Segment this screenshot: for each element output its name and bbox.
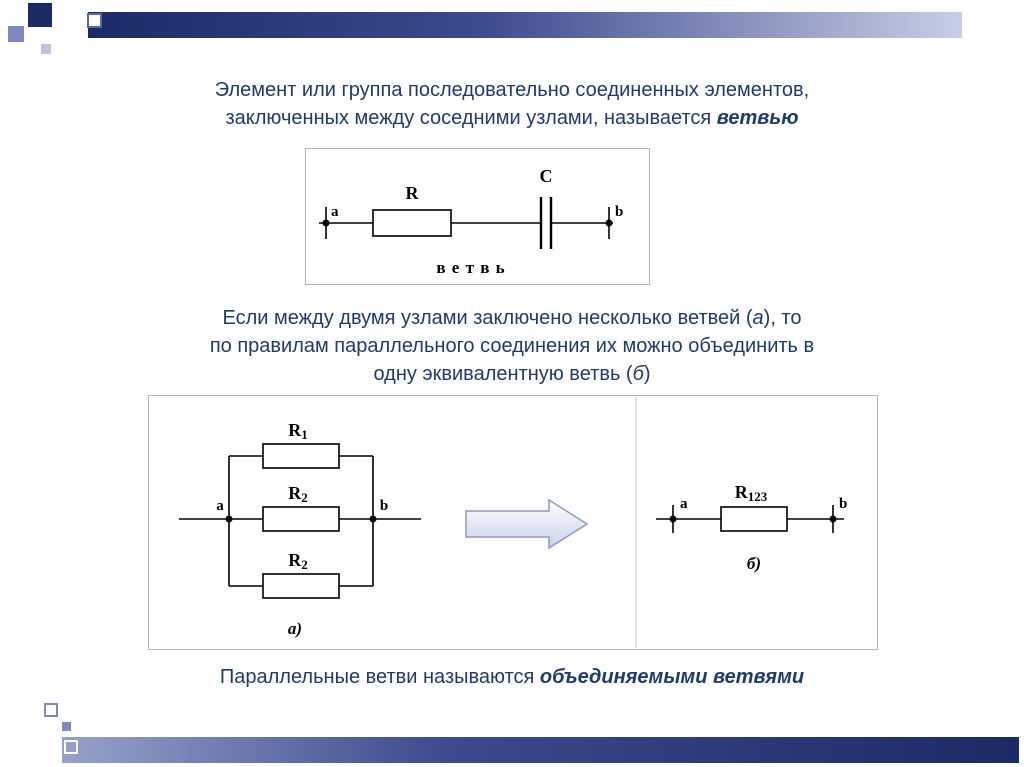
definition-text: Элемент или группа последовательно соеди… <box>0 76 1024 132</box>
label-sub: 123 <box>748 489 768 504</box>
label-sub: 2 <box>301 557 308 572</box>
node-a-dot <box>322 219 330 227</box>
branch-diagram-box: a R C b в е т в ь <box>305 148 650 285</box>
text-run: по правилам параллельного соединения их … <box>209 335 815 357</box>
label-main: R <box>735 482 749 502</box>
decor-square-on-bar <box>64 740 78 754</box>
node-b-label: b <box>615 204 623 220</box>
text-run: ) <box>643 363 651 385</box>
right-caption: б) <box>747 554 761 573</box>
decor-square-dark <box>28 3 52 27</box>
resistor-symbol <box>262 443 340 469</box>
decor-square-outline-top <box>87 13 102 28</box>
resistor1-label: R1 <box>288 420 308 442</box>
equivalent-resistor-label: R123 <box>735 482 768 504</box>
decor-square-outline-bottom <box>44 703 58 717</box>
label-main: R <box>288 483 302 503</box>
text-run: одну эквивалентную ветвь ( <box>373 363 633 385</box>
ref-b: б <box>632 363 644 385</box>
bottom-line: Параллельные ветви называются объединяем… <box>0 663 1024 691</box>
branch-caption: в е т в ь <box>436 258 505 277</box>
top-decoration-bar <box>88 12 962 38</box>
node-a-label: a <box>680 496 688 512</box>
label-sub: 1 <box>301 427 308 442</box>
left-caption: а) <box>288 619 302 638</box>
label-main: R <box>288 420 302 440</box>
parallel-line3: одну эквивалентную ветвь (б) <box>0 360 1024 388</box>
label-main: R <box>288 550 302 570</box>
resistor2-label: R2 <box>288 483 308 505</box>
node-b-dot <box>829 515 837 523</box>
text-run: Параллельные ветви называются <box>219 666 540 688</box>
resistor-symbol <box>262 573 340 599</box>
node-b-label: b <box>380 498 388 514</box>
parallel-text: Если между двумя узлами заключено нескол… <box>0 304 1024 388</box>
node-a-label: a <box>216 498 224 514</box>
definition-line2: заключенных между соседними узлами, назы… <box>0 104 1024 132</box>
text-run: Если между двумя узлами заключено нескол… <box>222 307 753 329</box>
resistor3-label: R2 <box>288 550 308 572</box>
node-a-label: a <box>331 204 339 220</box>
label-sub: 2 <box>301 490 308 505</box>
capacitor-label: C <box>540 166 553 186</box>
decor-square-light <box>41 44 51 54</box>
branch-circuit-svg: a R C b в е т в ь <box>319 166 623 277</box>
parallel-diagram-box: R1 R2 R2 a b а) R123 a b б) <box>148 395 878 650</box>
right-arrow-icon <box>465 498 589 550</box>
bottom-decoration-bar <box>62 737 1019 763</box>
parallel-circuit-svg: R1 R2 R2 a b а) R123 a b б) <box>179 397 847 648</box>
text-run: ), то <box>763 307 802 329</box>
text-run: заключенных между соседними узлами, назы… <box>225 107 717 129</box>
decor-square-purple <box>8 26 24 42</box>
resistor-symbol <box>720 506 788 532</box>
node-a-dot <box>225 515 233 523</box>
node-a-dot <box>669 515 677 523</box>
resistor-label: R <box>406 183 420 203</box>
parallel-line1: Если между двумя узлами заключено нескол… <box>0 304 1024 332</box>
text-run: Элемент или группа последовательно соеди… <box>214 79 810 101</box>
node-b-dot <box>369 515 377 523</box>
ref-a: а <box>752 307 764 329</box>
resistor-symbol <box>262 506 340 532</box>
resistor-symbol <box>372 209 452 237</box>
term-obedinyaemye: объединяемыми ветвями <box>539 666 805 688</box>
node-b-label: b <box>839 496 847 512</box>
bottom-text: Параллельные ветви называются объединяем… <box>0 663 1024 691</box>
definition-line1: Элемент или группа последовательно соеди… <box>0 76 1024 104</box>
node-b-dot <box>605 219 613 227</box>
parallel-line2: по правилам параллельного соединения их … <box>0 332 1024 360</box>
term-vetv: ветвью <box>716 107 799 129</box>
decor-square-small-bottom <box>62 722 71 731</box>
